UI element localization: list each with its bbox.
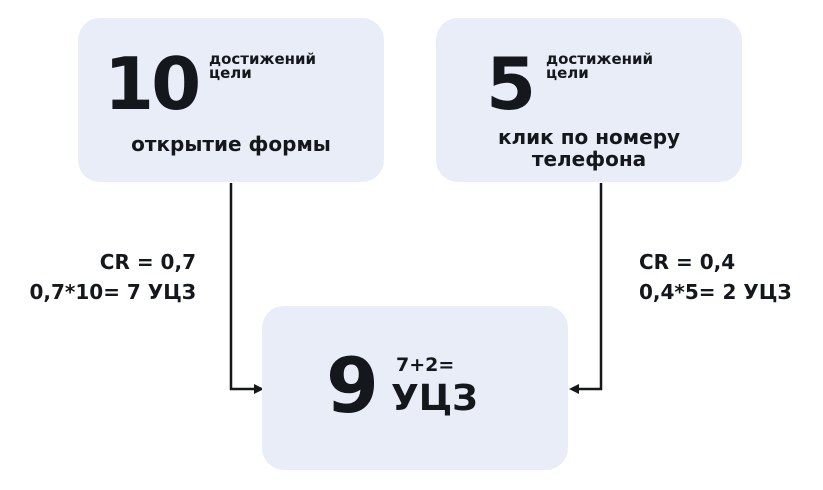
goal-count-number: 10 [104, 42, 201, 126]
label-line: телефона [531, 147, 647, 171]
label-line: клик по номеру [497, 125, 681, 149]
cr-value: CR = 0,7 [99, 250, 196, 274]
result-unit: УЦЗ [391, 378, 478, 419]
right-connector-line [577, 183, 603, 391]
right-calculation: CR = 0,4 0,4*5= 2 УЦЗ [639, 247, 792, 307]
goal-box-phone-click: 5 достижений цели клик по номеру телефон… [436, 18, 742, 182]
result-box: 9 7+2= УЦЗ [262, 306, 568, 470]
calc-result: 0,7*10= 7 УЦЗ [29, 280, 196, 304]
left-calculation: CR = 0,7 0,7*10= 7 УЦЗ [29, 247, 196, 307]
goal-count-caption: достижений цели [209, 50, 316, 82]
right-arrow-head-icon [569, 384, 579, 394]
result-formula: 7+2= [396, 354, 455, 376]
calc-result: 0,4*5= 2 УЦЗ [639, 280, 792, 304]
caption-line: достижений [209, 50, 316, 68]
caption-line: цели [546, 64, 589, 82]
goal-label: клик по номеру телефона [436, 126, 742, 170]
result-number: 9 [326, 341, 379, 430]
goal-count-number: 5 [486, 42, 536, 126]
caption-line: достижений [546, 50, 653, 68]
left-connector-line [229, 183, 256, 391]
caption-line: цели [209, 64, 252, 82]
goal-box-form-open: 10 достижений цели открытие формы [78, 18, 384, 182]
goal-count-caption: достижений цели [546, 50, 653, 82]
cr-value: CR = 0,4 [639, 250, 736, 274]
goal-label: открытие формы [131, 132, 331, 156]
